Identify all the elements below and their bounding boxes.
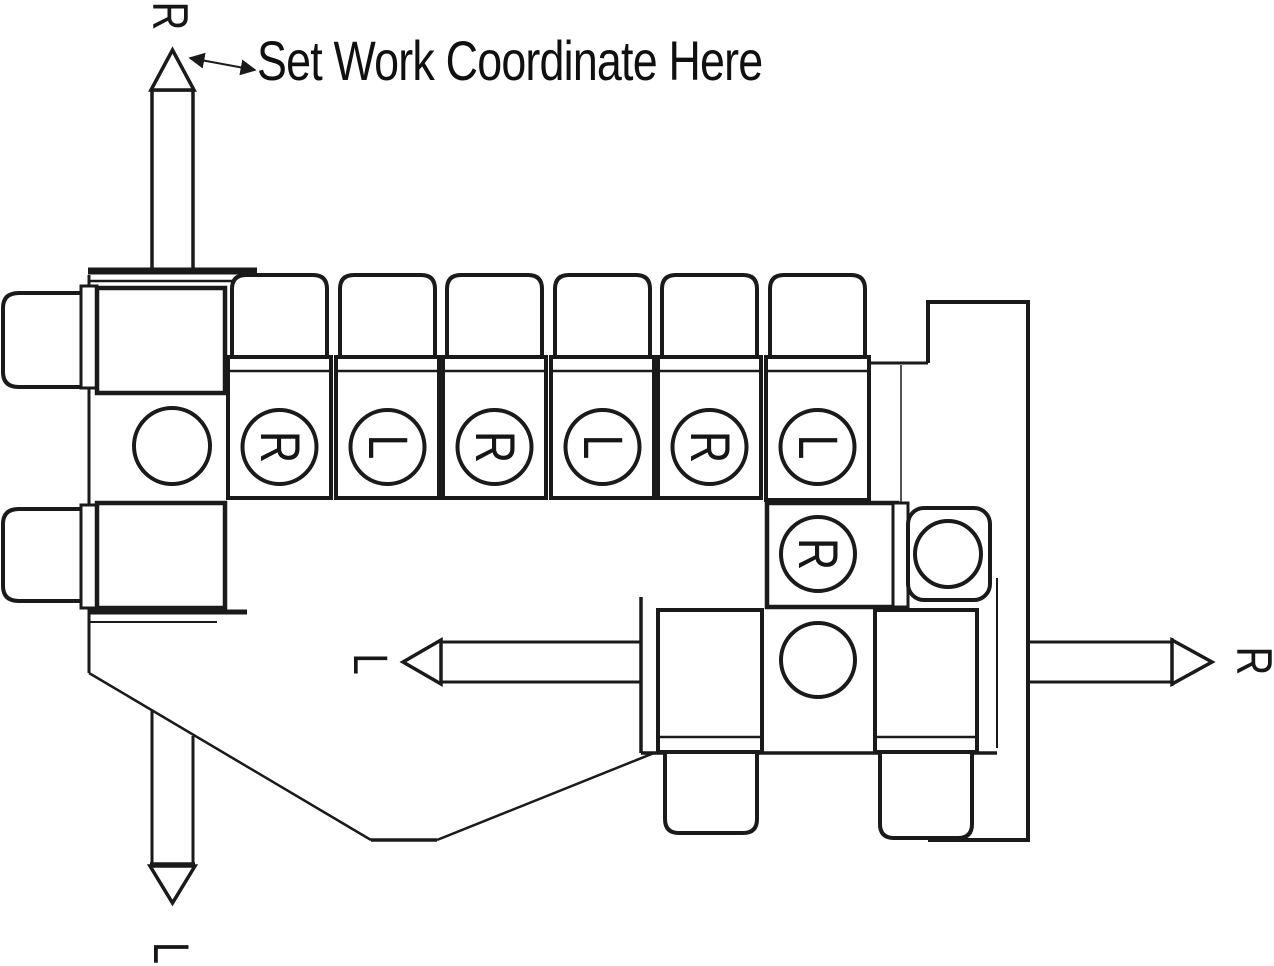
station-6-letter: L — [786, 434, 850, 460]
right-plain-circle — [913, 519, 983, 589]
left-plain-circle — [132, 406, 212, 486]
set-work-coordinate-annotation: Set Work Coordinate Here — [257, 29, 763, 92]
top-station-blocks — [226, 355, 871, 502]
station-3-letter: R — [463, 430, 527, 464]
left-upper-block — [94, 285, 228, 396]
left-upper-shank — [0, 291, 87, 389]
leader-arrow — [188, 52, 257, 76]
side-station-strip — [891, 501, 910, 609]
vertical-axis-arrow-down — [146, 710, 199, 907]
left-lower-shank — [0, 507, 87, 603]
station-5-letter: R — [678, 430, 742, 464]
horizontal-axis-arrow — [399, 636, 1216, 688]
horizontal-axis-left-label: L — [343, 653, 396, 675]
side-station-letter: R — [786, 537, 850, 571]
bottom-plain-circle — [779, 621, 857, 699]
bottom-left-shank — [663, 750, 759, 835]
station-1-letter: R — [248, 430, 312, 464]
left-upper-strip — [79, 284, 99, 390]
left-lower-strip — [79, 503, 99, 610]
station-2-letter: L — [356, 434, 420, 460]
station-4-letter: L — [571, 434, 635, 460]
bottom-stations — [656, 608, 979, 840]
horizontal-axis-right-label: R — [1226, 647, 1274, 676]
side-station — [764, 500, 992, 610]
vertical-axis-arrow — [148, 46, 197, 273]
left-lower-block — [94, 500, 228, 611]
vertical-axis-top-label: R — [142, 1, 198, 31]
left-stations — [0, 284, 228, 611]
bottom-right-shank — [878, 750, 974, 840]
vertical-axis-bottom-label: L — [143, 941, 199, 965]
top-station-shanks — [230, 273, 867, 361]
